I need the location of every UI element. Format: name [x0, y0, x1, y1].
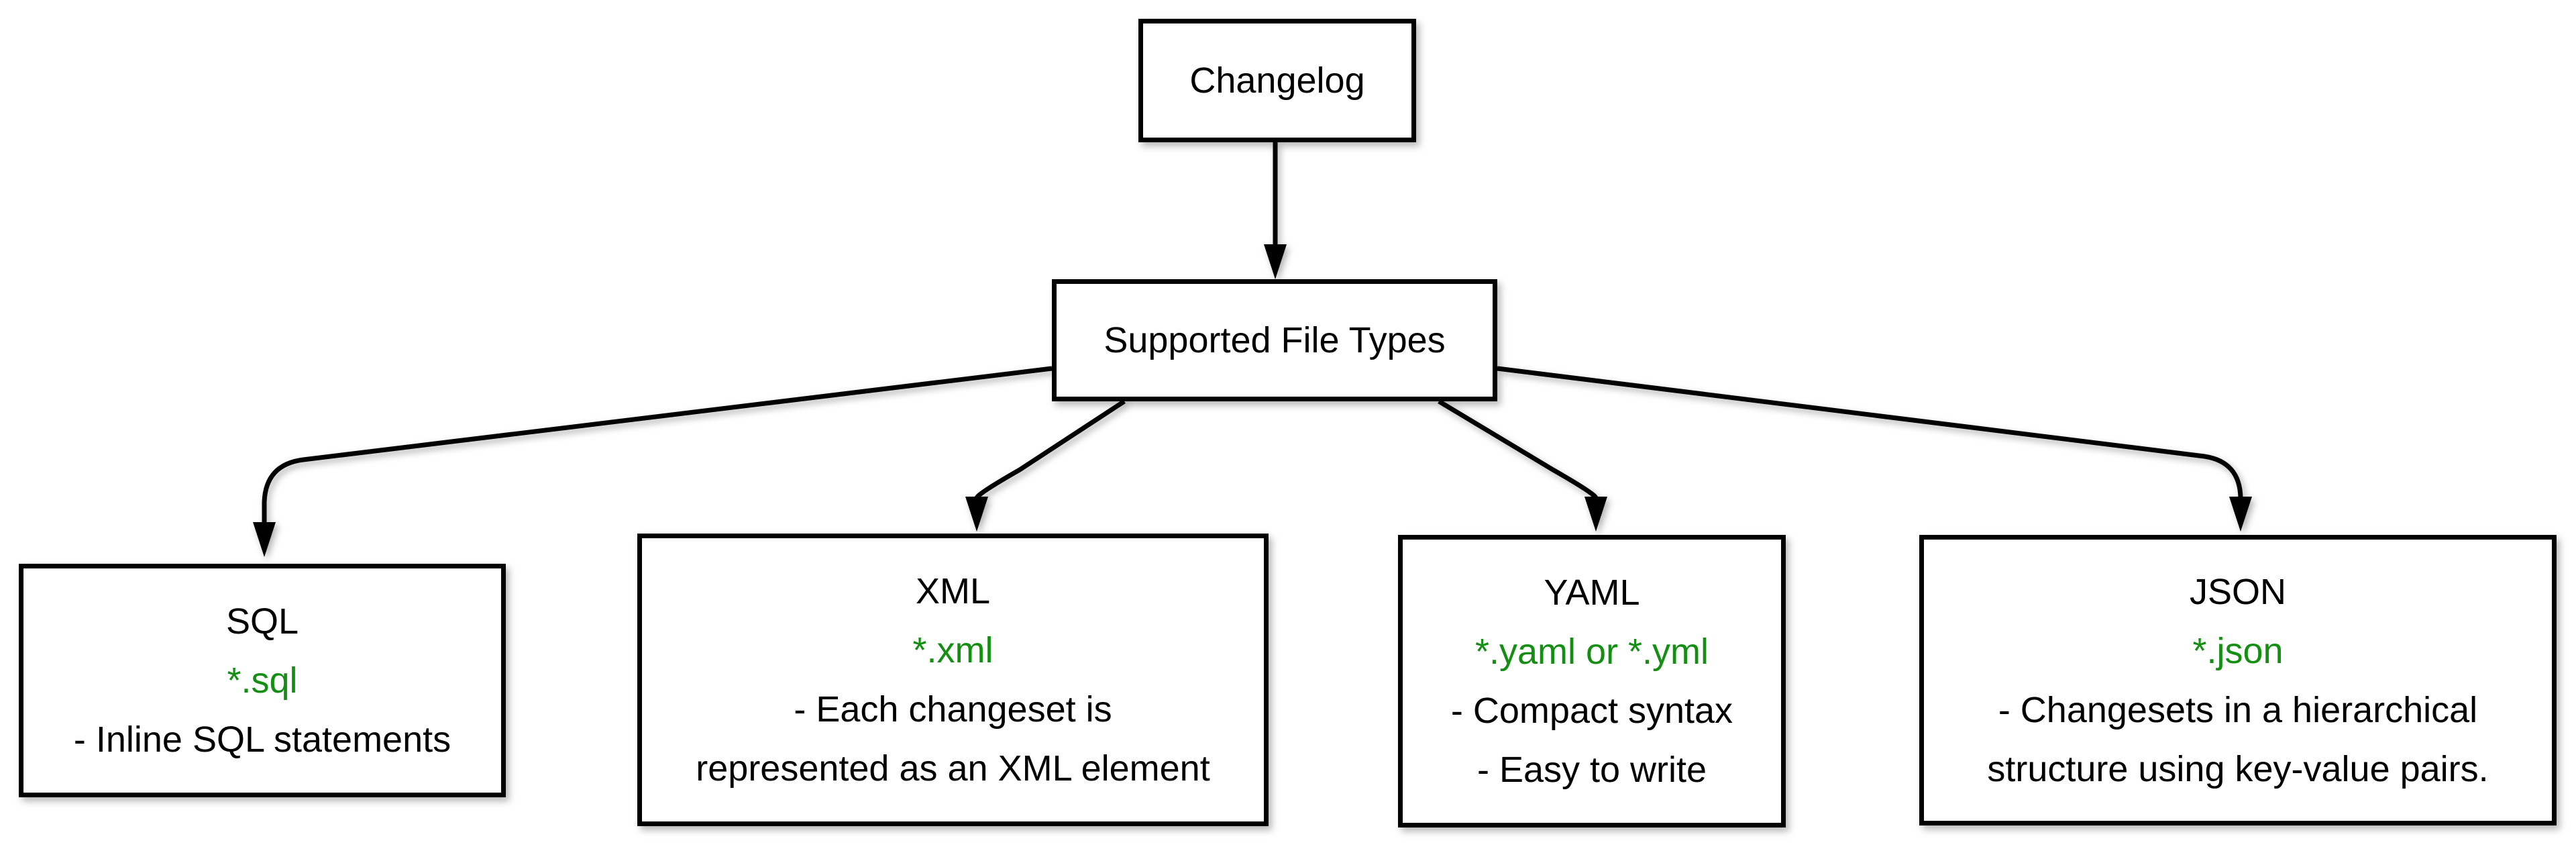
node-description-line: - Changesets in a hierarchical: [1998, 689, 2478, 730]
node-description-line: - Each changeset is: [794, 689, 1112, 730]
node-yaml: YAML *.yaml or *.yml - Compact syntax - …: [1398, 535, 1786, 827]
file-extension: *.xml: [912, 630, 994, 670]
node-description-line: - Inline SQL statements: [73, 719, 451, 760]
file-extension: *.yaml or *.yml: [1474, 632, 1709, 672]
file-extension: *.sql: [227, 660, 298, 701]
node-changelog: Changelog: [1138, 19, 1416, 142]
node-sql: SQL *.sql - Inline SQL statements: [19, 564, 506, 797]
node-title: JSON: [2189, 571, 2287, 612]
edge-hub-to-json: [1497, 366, 2252, 532]
node-json: JSON *.json - Changesets in a hierarchic…: [1919, 535, 2557, 825]
node-title: YAML: [1544, 572, 1640, 613]
node-description-line: structure using key-value pairs.: [1987, 748, 2489, 789]
node-title: SQL: [225, 601, 299, 642]
node-description-line: - Easy to write: [1477, 750, 1707, 790]
edge-hub-to-yaml: [1438, 399, 1607, 532]
node-supported-file-types: Supported File Types: [1052, 279, 1497, 401]
edge-hub-to-sql: [253, 366, 1053, 557]
node-description-line: - Compact syntax: [1450, 691, 1733, 731]
edge-root-to-hub: [1264, 142, 1287, 279]
file-extension: *.json: [2192, 630, 2284, 671]
node-label: Changelog: [1189, 60, 1365, 101]
node-label: Supported File Types: [1104, 320, 1446, 360]
node-description-line: represented as an XML element: [696, 748, 1210, 789]
node-title: XML: [915, 571, 991, 611]
edge-hub-to-xml: [965, 399, 1126, 532]
node-xml: XML *.xml - Each changeset is represente…: [637, 534, 1269, 826]
